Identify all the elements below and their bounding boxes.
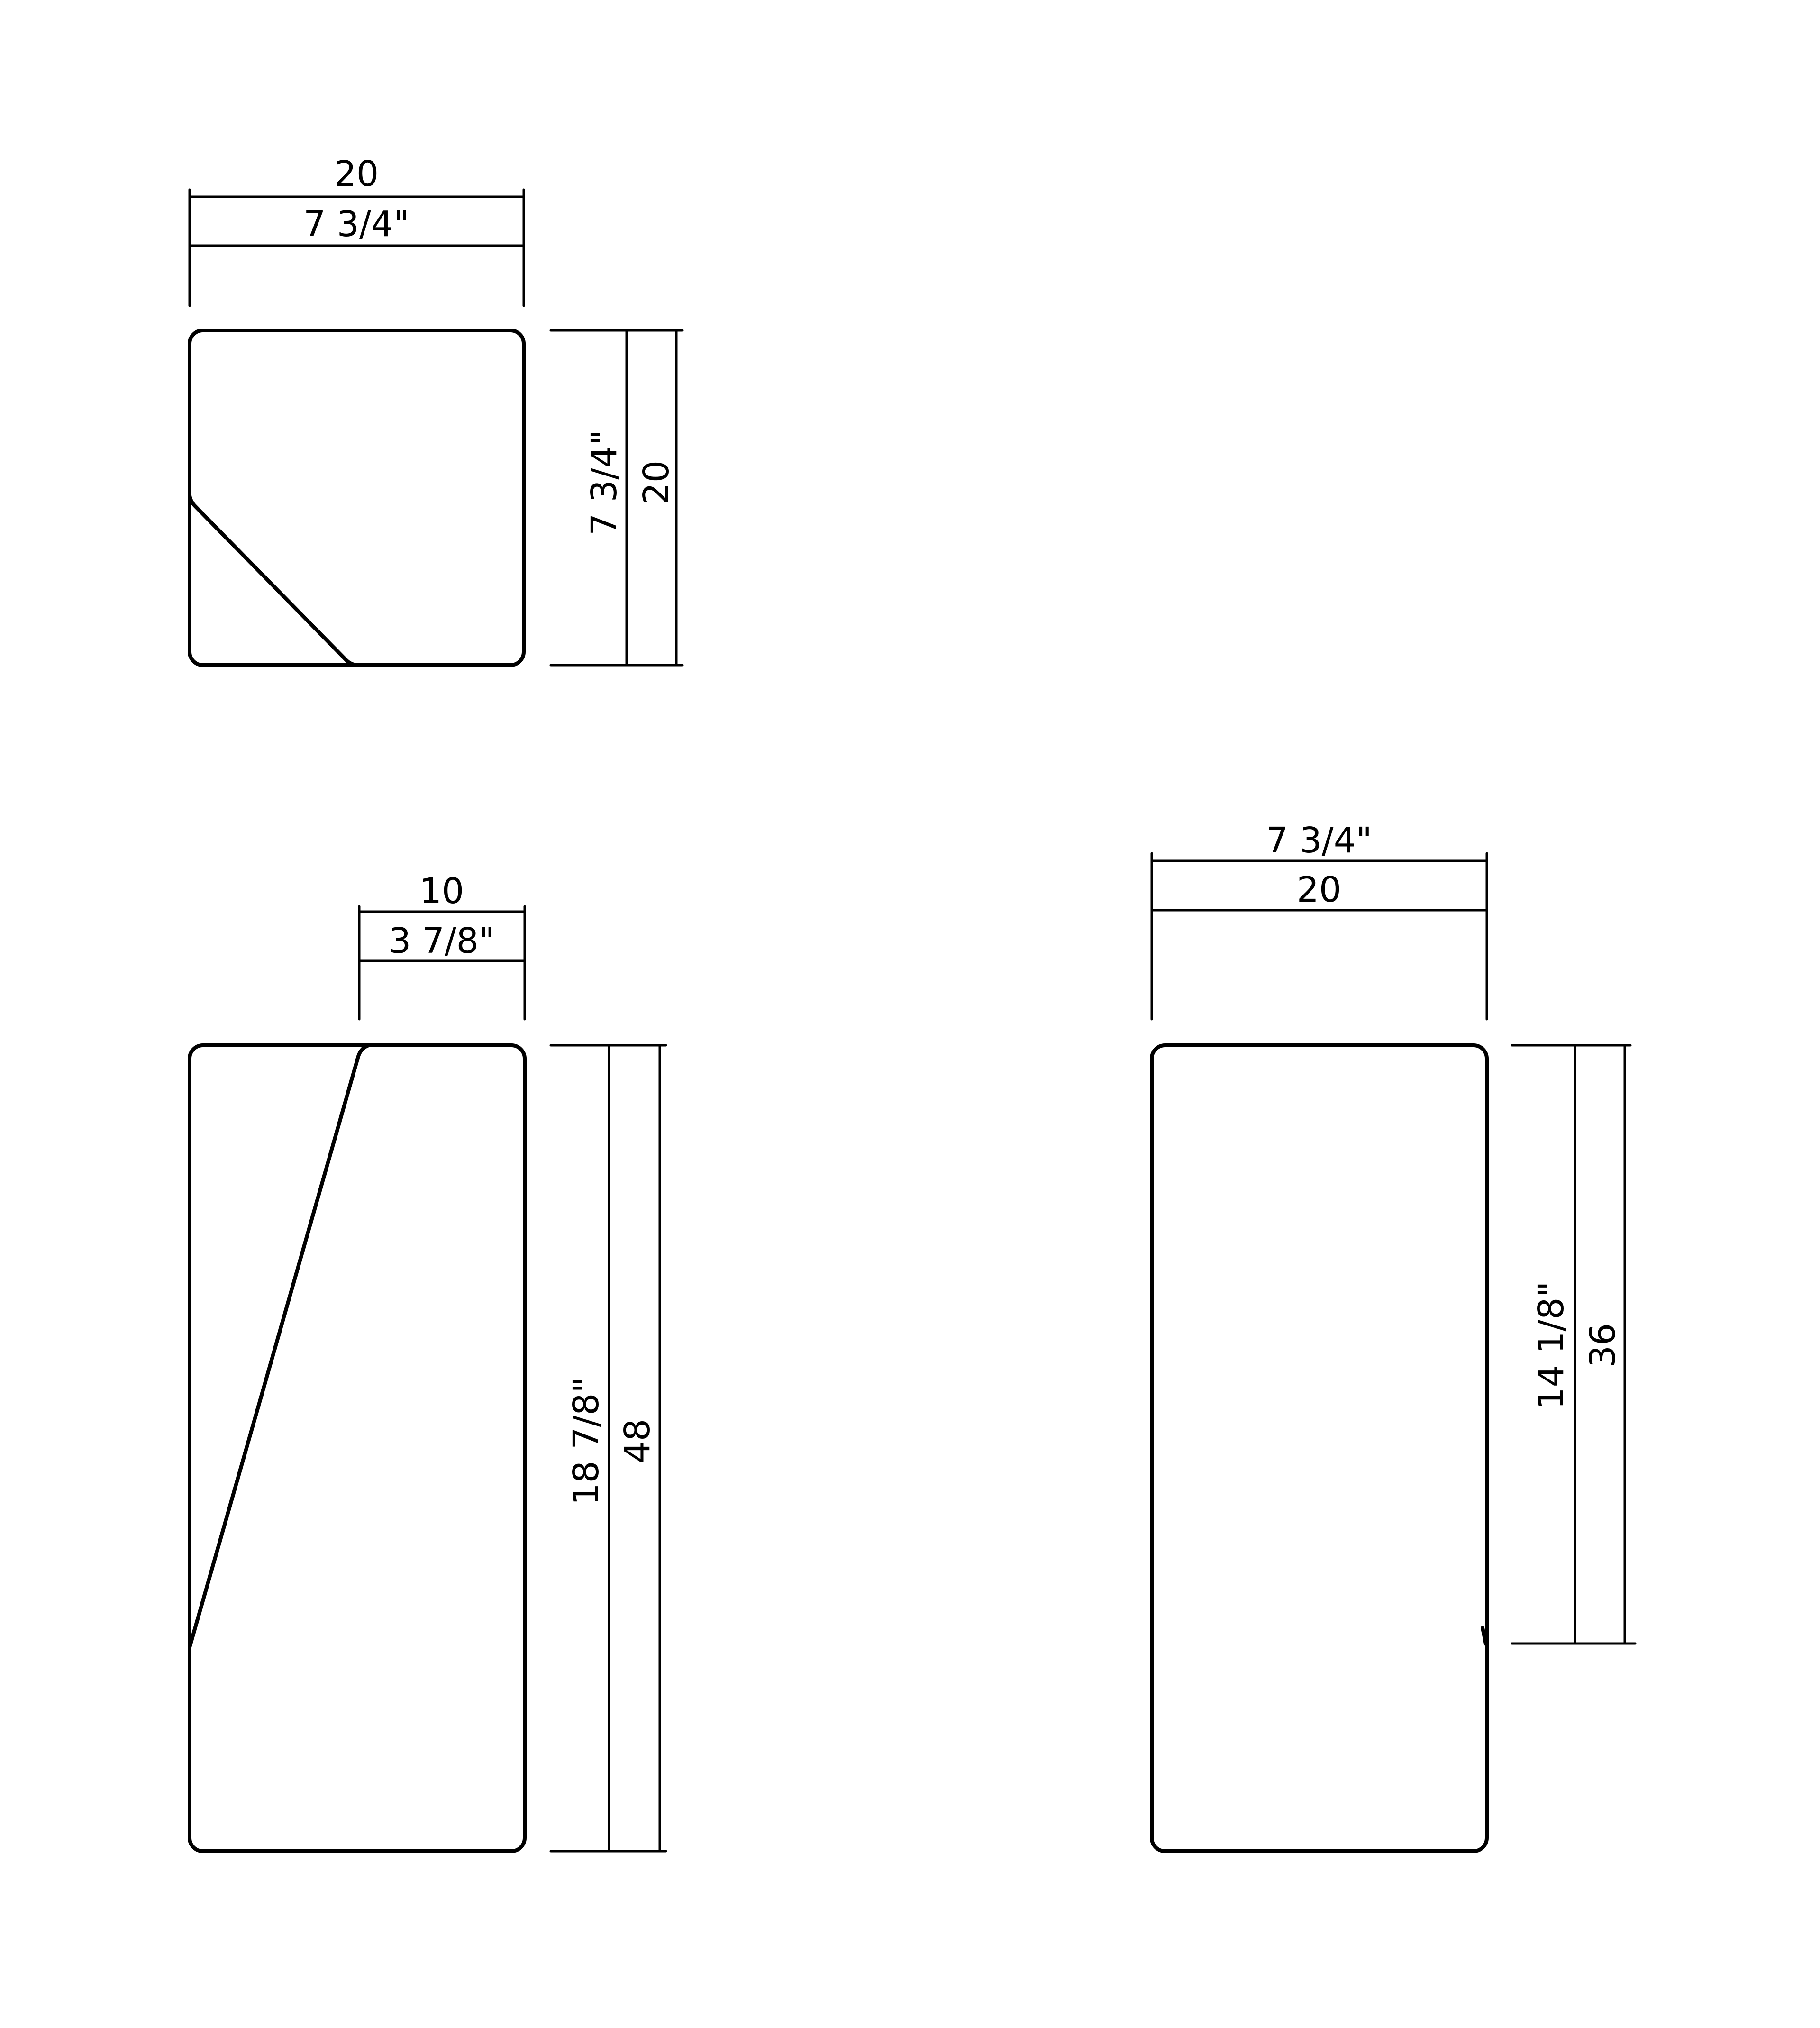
square-diagonal-cut: [188, 493, 360, 667]
front-edge-tick: [1481, 1626, 1488, 1646]
tall-diagonal-cut: [188, 1043, 371, 1649]
height-imperial-label: 14 1/8": [1531, 1281, 1572, 1410]
height-imperial-label: 7 3/4": [584, 429, 625, 536]
square-outline: [188, 329, 526, 667]
width-metric-label: 20: [334, 154, 379, 194]
top-width-metric-label: 10: [419, 871, 464, 912]
width-imperial-label: 7 3/4": [1266, 820, 1372, 861]
side-tall-view: 10 3 7/8" 18 7/8" 48: [188, 871, 667, 1853]
height-metric-label: 20: [636, 460, 677, 505]
front-outline: [1150, 1043, 1489, 1853]
height-metric-label: 36: [1583, 1323, 1623, 1368]
width-metric-label: 20: [1297, 869, 1341, 910]
front-tall-view: 7 3/4" 20 14 1/8" 36: [1150, 820, 1637, 1853]
top-width-imperial-label: 3 7/8": [389, 921, 495, 961]
width-imperial-label: 7 3/4": [303, 204, 410, 245]
tall-outline: [188, 1043, 527, 1853]
top-square-view: 20 7 3/4" 7 3/4" 20: [188, 154, 684, 667]
height-imperial-label: 18 7/8": [566, 1377, 607, 1506]
height-metric-label: 48: [617, 1419, 658, 1463]
